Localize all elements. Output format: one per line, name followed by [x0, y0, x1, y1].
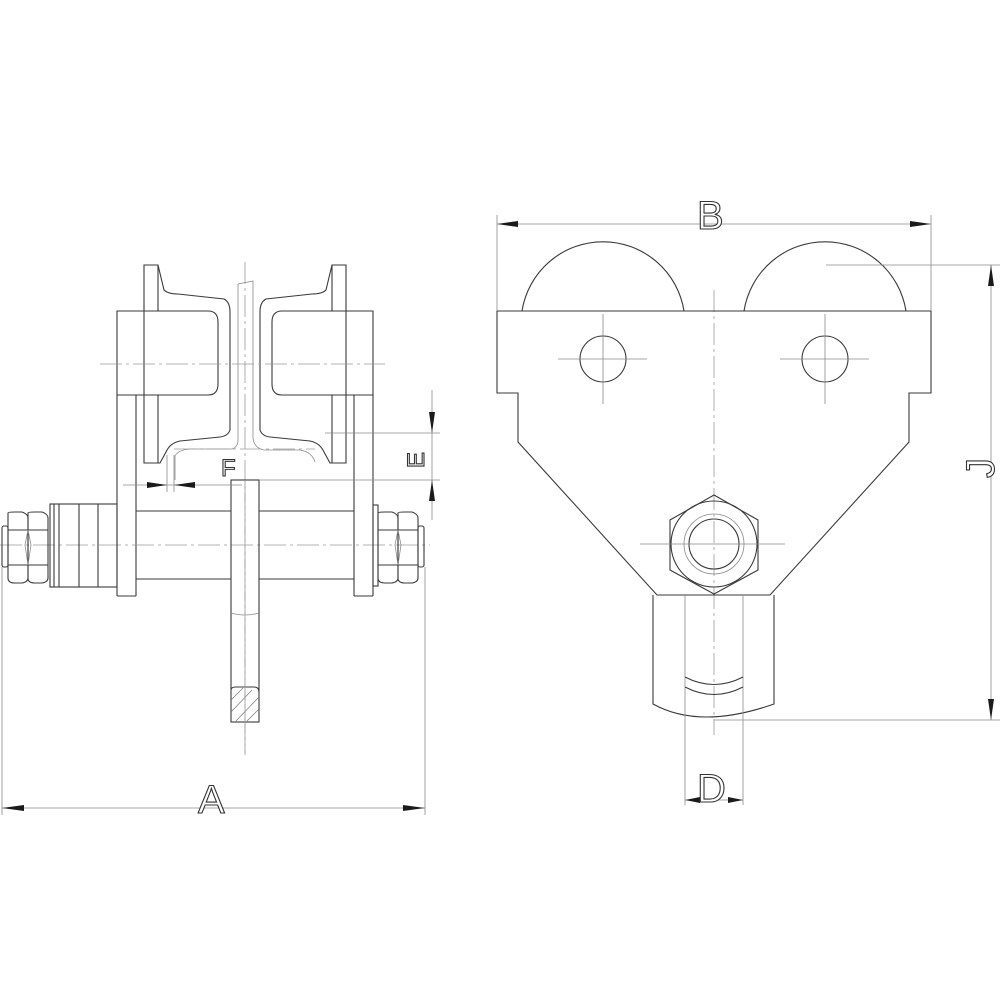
right-axle-hole	[780, 314, 869, 404]
hatched-section	[230, 687, 260, 722]
dim-D-label: D	[697, 767, 726, 811]
beam-web-left	[174, 284, 239, 480]
right-axle-nuts	[372, 504, 425, 587]
dim-E-arrow-bottom	[429, 480, 435, 501]
dimension-B: B	[496, 193, 932, 311]
dimension-A: A	[1, 567, 426, 823]
dimension-F: F	[123, 454, 242, 492]
dim-E-label: E	[403, 452, 430, 468]
dim-D-arrow-left	[685, 797, 700, 803]
dim-J-arrow-top	[988, 265, 994, 286]
dim-A-label: A	[198, 778, 225, 822]
left-side-plate	[116, 310, 219, 597]
dim-J-label: J	[959, 458, 1000, 478]
dim-A-arrow-right	[403, 805, 425, 811]
dim-F-arrow-left	[147, 482, 167, 488]
dim-A-arrow-left	[2, 805, 24, 811]
axle	[136, 510, 354, 580]
dim-B-arrow-right	[910, 221, 931, 227]
beam-web-top	[237, 280, 254, 300]
front-hex-nut	[640, 494, 785, 595]
left-wheel	[143, 264, 231, 464]
dim-B-label: B	[697, 194, 724, 238]
front-side-plate	[496, 310, 932, 596]
left-bushing	[49, 503, 118, 588]
left-axle-nuts	[1, 511, 49, 584]
front-left-wheel	[521, 241, 685, 312]
dim-D-arrow-right	[728, 797, 743, 803]
dimension-E: E	[259, 390, 440, 520]
dimension-J: J	[714, 264, 1000, 721]
right-side-plate	[271, 310, 374, 597]
dim-E-arrow-top	[429, 412, 435, 433]
left-axle-hole	[558, 314, 647, 404]
dim-F-label: F	[221, 455, 236, 482]
right-wheel	[259, 264, 347, 464]
dim-J-arrow-bottom	[988, 699, 994, 720]
front-view	[496, 241, 932, 805]
dimension-D: D	[685, 766, 743, 812]
suspension-eye	[652, 595, 775, 805]
dim-F-arrow-right	[174, 482, 195, 488]
hanging-bar	[230, 479, 260, 755]
front-right-wheel	[743, 241, 907, 312]
dim-B-arrow-left	[497, 221, 518, 227]
beam-web-right	[252, 300, 316, 463]
side-view	[0, 262, 430, 755]
